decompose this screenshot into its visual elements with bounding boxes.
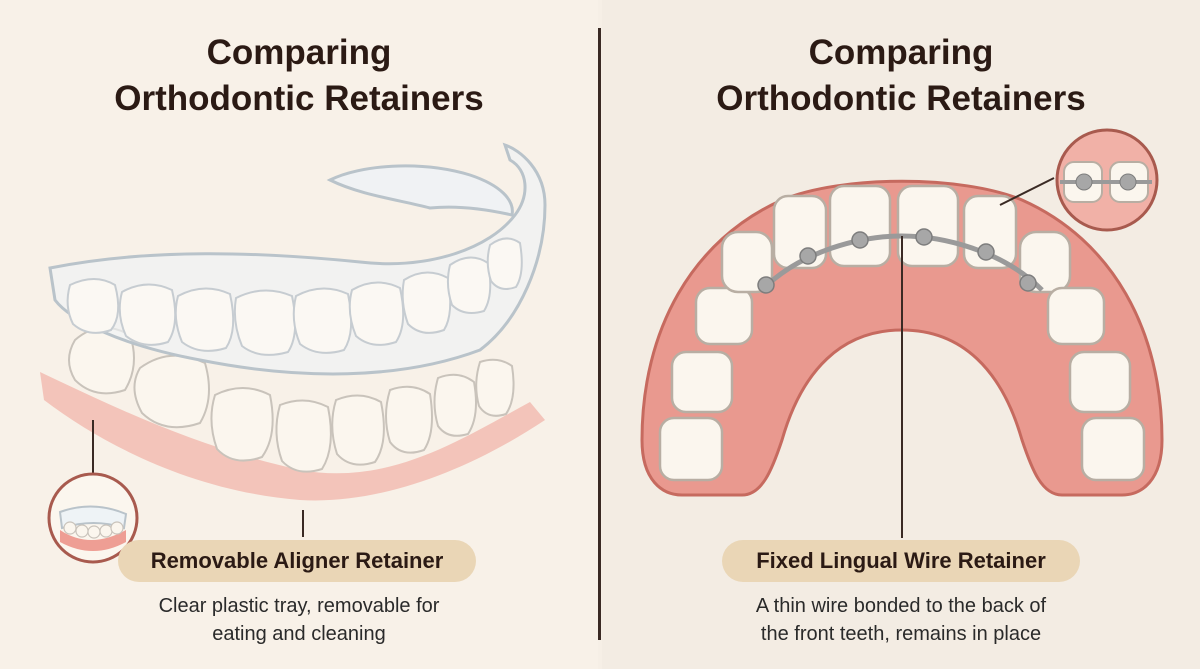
left-title-line2: Orthodontic Retainers: [114, 79, 484, 118]
right-title-line2: Orthodontic Retainers: [716, 79, 1086, 118]
right-title: Comparing Orthodontic Retainers: [602, 30, 1200, 122]
left-desc-line2: eating and cleaning: [212, 623, 386, 645]
left-title: Comparing Orthodontic Retainers: [0, 30, 598, 122]
right-title-line1: Comparing: [808, 33, 994, 72]
wire-bonds: [757, 228, 1037, 294]
left-description: Clear plastic tray, removable for eating…: [0, 592, 598, 648]
right-desc-line1: A thin wire bonded to the back of: [755, 595, 1047, 617]
right-label: Fixed Lingual Wire Retainer: [756, 548, 1046, 573]
panel-divider: [598, 28, 601, 640]
left-title-line1: Comparing: [206, 33, 392, 72]
lower-gum: [40, 372, 545, 501]
leader-line-inset: [999, 177, 1055, 206]
lingual-retainer-illustration: [640, 128, 1164, 538]
right-label-pill: Fixed Lingual Wire Retainer: [722, 540, 1080, 582]
right-desc-line2: the front teeth, remains in place: [760, 623, 1042, 645]
fixed-retainer-panel: Comparing Orthodontic Retainers: [602, 0, 1200, 669]
tray-back-flange: [326, 164, 514, 217]
wire-inset: [1055, 128, 1159, 232]
aligner-retainer-illustration: [40, 142, 547, 564]
right-description: A thin wire bonded to the back of the fr…: [602, 592, 1200, 648]
aligner-inset: [47, 472, 139, 564]
left-label-pill: Removable Aligner Retainer: [118, 540, 476, 582]
left-desc-line1: Clear plastic tray, removable for: [158, 595, 440, 617]
left-label: Removable Aligner Retainer: [150, 548, 444, 573]
upper-teeth: [66, 237, 523, 356]
removable-retainer-panel: Comparing Orthodontic Retainers: [0, 0, 598, 669]
